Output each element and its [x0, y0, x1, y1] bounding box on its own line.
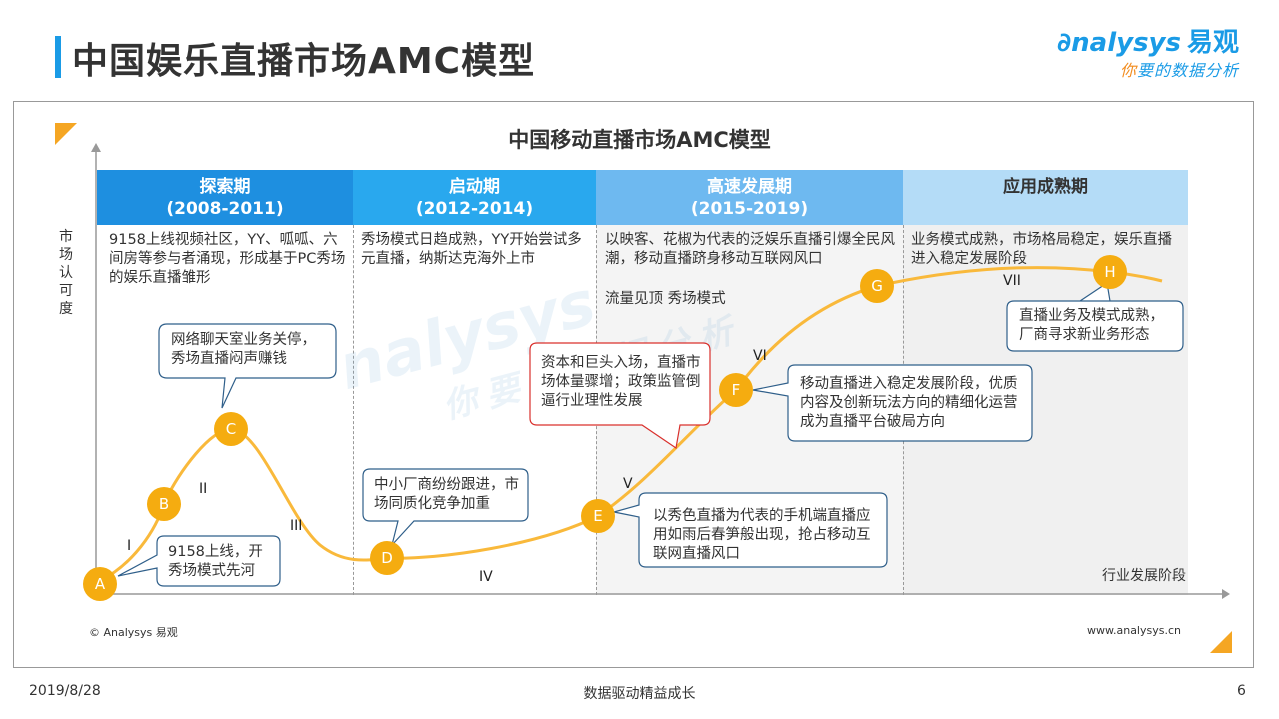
- page-number: 6: [1237, 683, 1246, 699]
- corner-triangle-bottom-right: [1210, 631, 1232, 653]
- callout-a-text: 9158上线，开秀场模式先河: [168, 544, 263, 579]
- logo-slogan-first: 你: [1119, 61, 1137, 80]
- phase-desc-maturity: 业务模式成熟，市场格局稳定，娱乐直播进入稳定发展阶段: [911, 232, 1172, 267]
- point-d: D: [370, 541, 404, 575]
- x-axis-label: 行业发展阶段: [1102, 568, 1186, 584]
- phase-years: (2015-2019): [690, 199, 809, 219]
- phase-header-maturity: 应用成熟期: [903, 170, 1188, 225]
- point-c: C: [214, 412, 248, 446]
- logo-slogan-rest: 要的数据分析: [1136, 61, 1239, 80]
- x-axis-arrow: [1222, 589, 1230, 599]
- phase-desc-exploration: 9158上线视频社区，YY、呱呱、六间房等参与者涌现，形成基于PC秀场的娱乐直播…: [109, 232, 346, 286]
- phase-header-exploration: 探索期 (2008-2011): [97, 170, 353, 225]
- phase-name: 启动期: [449, 177, 500, 197]
- callout-e-bubble: [613, 492, 888, 568]
- callout-a-bubble: [117, 535, 281, 587]
- point-h: H: [1093, 255, 1127, 289]
- diagram-frame: [13, 101, 1254, 668]
- phase-name: 探索期: [199, 177, 251, 197]
- phase-desc-rapid-growth-2: 流量见顶 秀场模式: [605, 291, 726, 307]
- copyright: © Analysys 易观: [89, 626, 178, 639]
- point-b: B: [147, 487, 181, 521]
- y-axis-arrow: [91, 143, 101, 152]
- phase-desc-rapid-growth: 以映客、花椒为代表的泛娱乐直播引爆全民风潮，移动直播跻身移动互联网风口: [605, 232, 895, 267]
- stage-label-7: VII: [1003, 273, 1021, 289]
- stage-label-3: III: [290, 518, 303, 534]
- amc-curve: [99, 266, 1163, 583]
- footer-date: 2019/8/28: [29, 683, 101, 699]
- phase-divider: [353, 225, 354, 595]
- phase-years: (2012-2014): [415, 199, 534, 219]
- callout-h-text: 直播业务及模式成熟，厂商寻求新业务形态: [1019, 308, 1164, 343]
- callout-red-bubble: [529, 342, 711, 450]
- point-e: E: [581, 499, 615, 533]
- callout-f-text: 移动直播进入稳定发展阶段，优质内容及创新玩法方向的精细化运营成为直播平台破局方向: [800, 376, 1018, 430]
- callout-d-bubble: [362, 468, 529, 546]
- phase-years: (2008-2011): [166, 199, 284, 219]
- callout-c-text: 网络聊天室业务关停，秀场直播闷声赚钱: [171, 332, 316, 367]
- phase-name: 应用成熟期: [1003, 177, 1088, 197]
- phase-desc-startup: 秀场模式日趋成熟，YY开始尝试多元直播，纳斯达克海外上市: [361, 232, 582, 267]
- website-link[interactable]: www.analysys.cn: [1087, 624, 1181, 637]
- stage-label-1: I: [127, 538, 132, 554]
- callout-h-bubble: [1006, 281, 1184, 352]
- stage-label-2: II: [199, 481, 208, 497]
- phase-name: 高速发展期: [707, 177, 792, 197]
- callout-e-text: 以秀色直播为代表的手机端直播应用如雨后春笋般出现，抢占移动互联网直播风口: [653, 508, 871, 562]
- stage-label-4: IV: [479, 569, 493, 585]
- stage-label-6: VI: [753, 348, 767, 364]
- corner-triangle-top-left: [55, 123, 77, 145]
- stage-label-5: V: [623, 476, 633, 492]
- phase-header-rapid-growth: 高速发展期 (2015-2019): [596, 170, 903, 225]
- logo-brand-text: nalysys: [1071, 28, 1181, 58]
- point-g: G: [860, 269, 894, 303]
- callout-red-text: 资本和巨头入场，直播市场体量骤增；政策监管倒逼行业理性发展: [541, 355, 701, 409]
- callout-c-bubble: [158, 323, 337, 409]
- y-axis-label: 市场认可度: [59, 229, 73, 317]
- logo-brand-glyph: ∂: [1057, 28, 1072, 58]
- point-a: A: [83, 567, 117, 601]
- logo-brand-cn: 易观: [1186, 28, 1239, 58]
- page-title: 中国娱乐直播市场AMC模型: [72, 41, 536, 82]
- callout-d-text: 中小厂商纷纷跟进，市场同质化竞争加重: [374, 477, 519, 512]
- phase-header-startup: 启动期 (2012-2014): [353, 170, 596, 225]
- callout-f-bubble: [752, 364, 1033, 442]
- footer-tagline: 数据驱动精益成长: [583, 686, 696, 702]
- point-f: F: [719, 373, 753, 407]
- diagram-title: 中国移动直播市场AMC模型: [508, 128, 771, 152]
- title-accent-bar: [55, 36, 61, 78]
